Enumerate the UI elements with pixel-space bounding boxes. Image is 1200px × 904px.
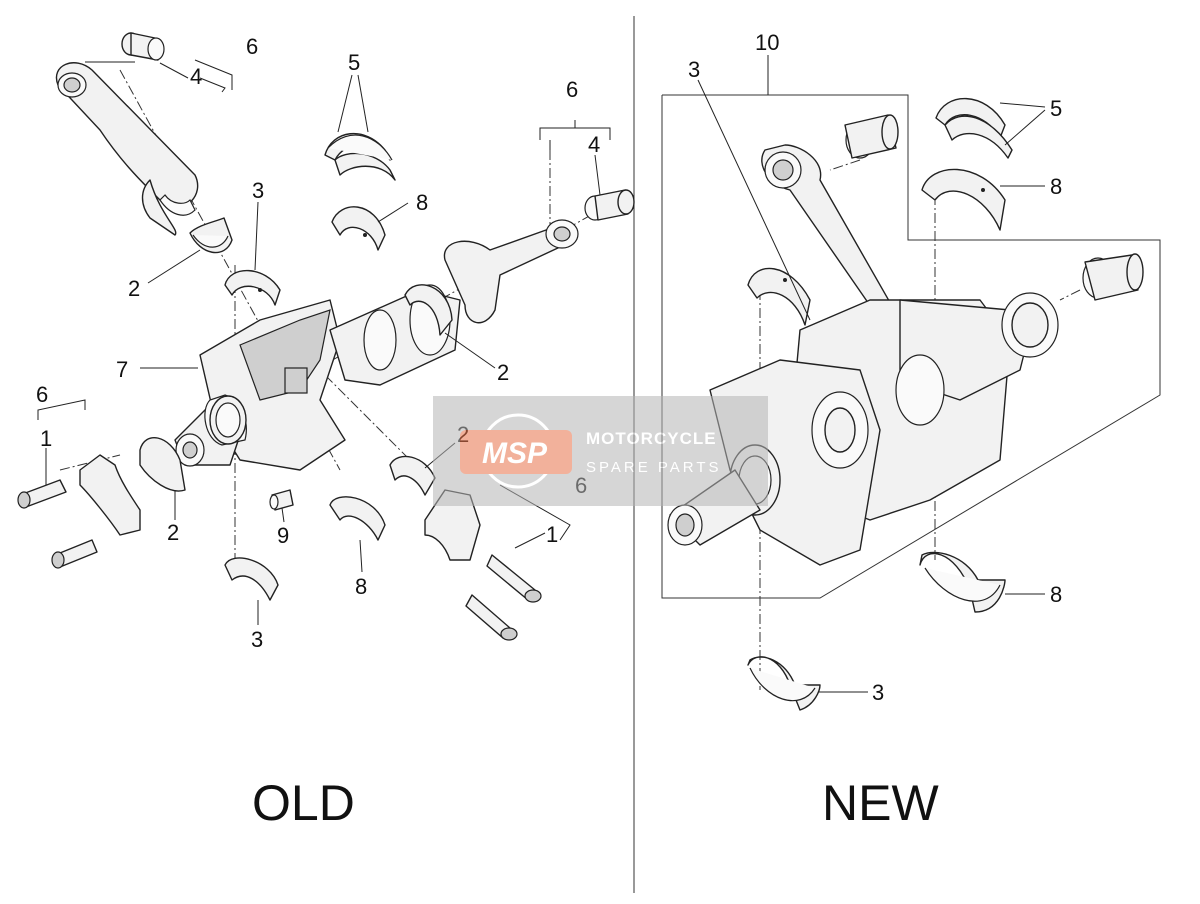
callout-3: 3 — [251, 627, 263, 652]
callout-4: 4 — [588, 132, 600, 157]
main-bearing-new-part-8-lower — [919, 551, 1006, 613]
callout-8: 8 — [355, 574, 367, 599]
thrust-washers-part-5 — [324, 133, 396, 181]
callout-10: 10 — [755, 30, 779, 55]
callout-2: 2 — [497, 360, 509, 385]
watermark: MSP MOTORCYCLE SPARE PARTS — [433, 396, 768, 506]
callout-5: 5 — [348, 50, 360, 75]
watermark-line2: SPARE PARTS — [586, 459, 722, 476]
callout-8: 8 — [416, 190, 428, 215]
callout-7: 7 — [116, 357, 128, 382]
bearing-shell-part-2-right-lower — [389, 455, 436, 496]
new-section — [661, 55, 1161, 711]
bush-new-top — [844, 114, 899, 159]
main-bearing-new-part-8-upper — [921, 168, 1006, 231]
old-section-label: OLD — [252, 775, 355, 831]
assembly-frame-part-10 — [661, 94, 1161, 599]
callout-2: 2 — [167, 520, 179, 545]
main-bearing-part-8-lower — [329, 496, 386, 541]
bush-part-4-right — [584, 189, 635, 221]
callout-1: 1 — [40, 426, 52, 451]
rod-cap-right — [424, 489, 481, 561]
bush-part-4-top — [121, 32, 165, 61]
crankshaft-old — [174, 284, 461, 471]
callout-6: 6 — [246, 34, 258, 59]
bush-new-right — [1082, 253, 1144, 301]
callout-6: 6 — [566, 77, 578, 102]
callout-3: 3 — [872, 680, 884, 705]
bolt-lower-left — [51, 539, 98, 569]
callouts-new: 10 3 5 8 8 3 — [688, 30, 1062, 705]
bolt-part-1-left — [17, 479, 67, 509]
dowel-part-9 — [269, 489, 294, 511]
callout-3: 3 — [252, 178, 264, 203]
thrust-washers-new — [935, 97, 1013, 159]
main-bearing-part-3-upper — [224, 269, 281, 306]
watermark-logo-text: MSP — [482, 437, 548, 470]
bolts-right — [465, 554, 542, 641]
new-section-label: NEW — [822, 775, 939, 831]
callout-4: 4 — [190, 64, 202, 89]
callout-2: 2 — [128, 276, 140, 301]
bearing-shell-part-2-upper — [189, 217, 233, 254]
watermark-logo-badge — [460, 430, 572, 474]
main-bearing-new-part-3-lower — [747, 656, 821, 711]
callout-9: 9 — [277, 523, 289, 548]
connecting-rod-old-right — [443, 219, 579, 324]
bearing-shell-part-2-right — [404, 284, 453, 336]
connecting-rod-old-left — [55, 62, 199, 236]
callouts-old: 6 4 5 6 4 8 3 2 7 2 6 1 2 2 6 9 1 8 3 — [36, 34, 600, 652]
main-bearing-part-3-lower — [224, 557, 279, 601]
bearing-shell-part-2-lower — [139, 437, 186, 492]
callout-8: 8 — [1050, 582, 1062, 607]
callout-5: 5 — [1050, 96, 1062, 121]
callout-8: 8 — [1050, 174, 1062, 199]
old-section — [17, 32, 635, 641]
rod-cap-left — [79, 454, 141, 536]
callout-6: 6 — [36, 382, 48, 407]
watermark-line1: MOTORCYCLE — [586, 429, 717, 448]
main-bearing-new-part-3-upper — [747, 267, 811, 326]
callout-1: 1 — [546, 522, 558, 547]
main-bearing-part-8-upper — [331, 206, 386, 251]
crankshaft-new-assembly — [667, 144, 1059, 566]
timing-gear — [209, 395, 247, 445]
callout-3: 3 — [688, 57, 700, 82]
